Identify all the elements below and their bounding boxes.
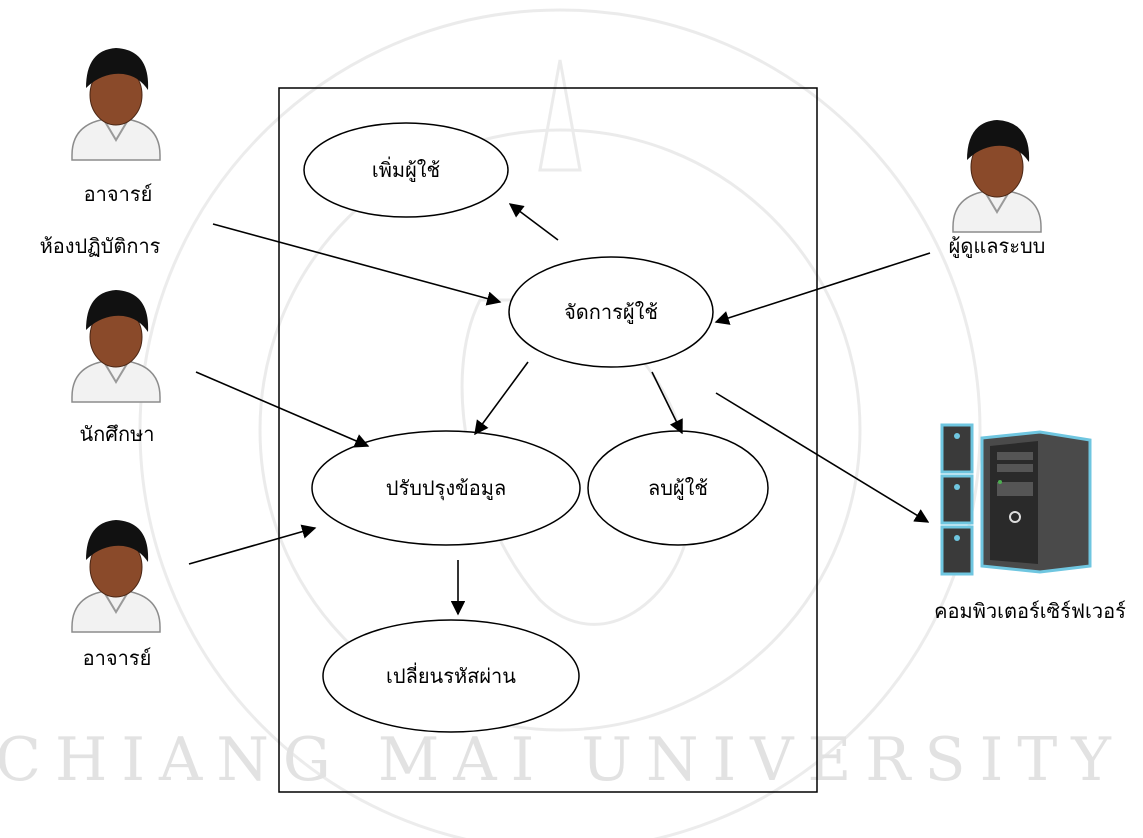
arrow-teacher-to-update	[188, 524, 317, 565]
actor-lab-teacher-label-2: ห้องปฏิบัติการ	[40, 234, 161, 258]
use-case-add-user[interactable]: เพิ่มผู้ใช้	[303, 122, 509, 218]
actor-lab-teacher-label-1: อาจารย์	[84, 182, 153, 206]
actor-teacher-icon	[71, 520, 161, 633]
actor-admin-label: ผู้ดูแลระบบ	[949, 234, 1046, 259]
actor-student-label: นักศึกษา	[80, 422, 155, 446]
arrow-manage-to-delete	[651, 371, 683, 435]
use-case-manage-user[interactable]: จัดการผู้ใช้	[508, 256, 714, 368]
arrow-manage-to-add	[508, 203, 559, 241]
use-case-delete-user[interactable]: ลบผู้ใช้	[587, 430, 769, 546]
actor-admin-icon	[952, 120, 1042, 233]
arrow-student-to-update	[195, 371, 370, 448]
use-case-label: เพิ่มผู้ใช้	[372, 156, 440, 183]
server-computer-icon	[940, 423, 1092, 576]
actor-server-label: คอมพิวเตอร์เซิร์ฟเวอร์	[934, 599, 1126, 623]
use-case-label: จัดการผู้ใช้	[564, 300, 658, 325]
system-boundary	[278, 87, 818, 793]
use-case-change-password[interactable]: เปลี่ยนรหัสผ่าน	[322, 619, 580, 733]
use-case-update-info[interactable]: ปรับปรุงข้อมูล	[311, 430, 581, 546]
watermark-text: CHIANG MAI UNIVERSITY	[0, 725, 1125, 795]
arrow-admin-to-manage	[714, 252, 931, 325]
associations	[188, 203, 931, 616]
actor-lab-teacher-icon	[71, 48, 161, 161]
arrow-lab-teacher-to-manage	[212, 223, 502, 306]
use-case-label: เปลี่ยนรหัสผ่าน	[386, 662, 516, 688]
actor-student-icon	[71, 290, 161, 403]
use-case-label: ปรับปรุงข้อมูล	[386, 476, 506, 501]
arrow-manage-to-update	[474, 361, 529, 436]
arrow-manage-to-server	[715, 392, 930, 523]
actor-teacher-label: อาจารย์	[83, 646, 152, 670]
use-case-label: ลบผู้ใช้	[648, 476, 708, 501]
watermark-seal	[138, 8, 982, 838]
